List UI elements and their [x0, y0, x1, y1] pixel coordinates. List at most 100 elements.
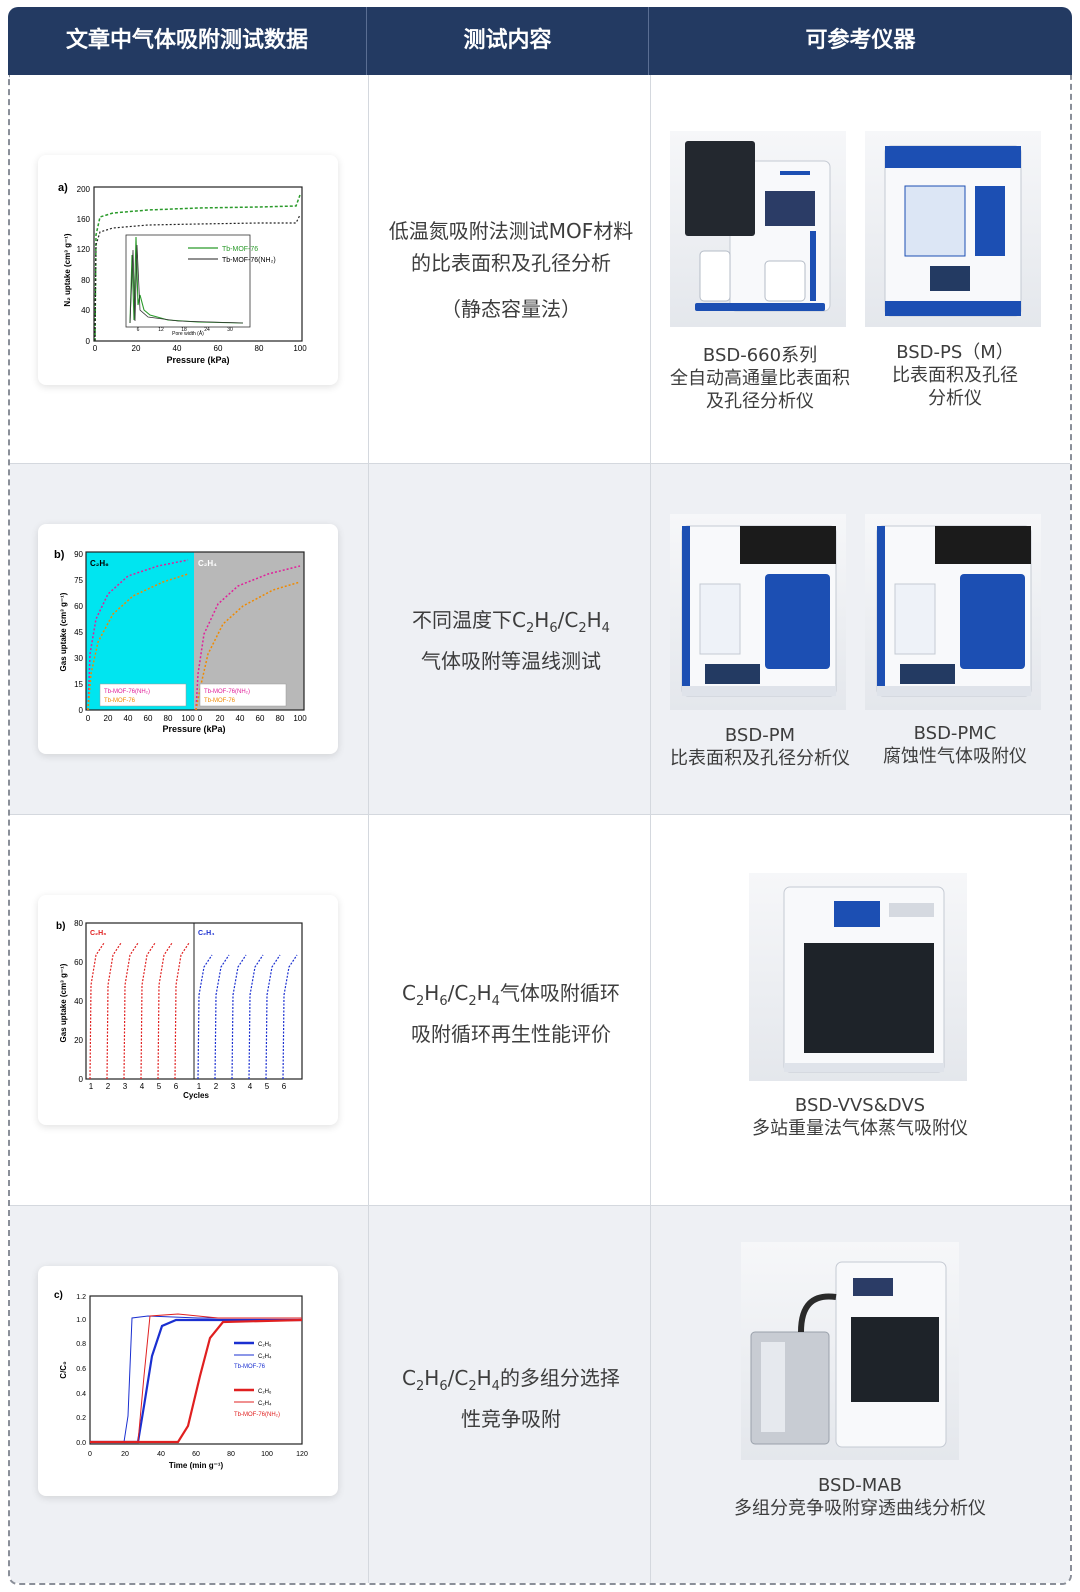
subscript: 2: [416, 1379, 425, 1394]
x-tick: 5: [157, 1082, 162, 1091]
instrument-desc: 比表面积及孔径分析仪: [670, 748, 850, 769]
instrument-desc: 多组分竞争吸附穿透曲线分析仪: [734, 1498, 986, 1519]
column-divider: [368, 1206, 369, 1583]
gas-label: C₂H₄: [198, 930, 215, 937]
x-tick: 0: [93, 344, 98, 353]
header-col-data: 文章中气体吸附测试数据: [65, 28, 308, 53]
instrument-desc: 多站重量法气体蒸气吸附仪: [752, 1118, 968, 1139]
breakthrough-graph: c) C₂H₆ C₂H₄ Tb-MOF-76 C₂H₆ C₂H₄ Tb-MOF-…: [38, 1266, 338, 1496]
test-content: 低温氮吸附法测试MOF材料 的比表面积及孔径分析 （静态容量法）: [370, 215, 652, 325]
instrument-name: BSD-VVS&DVS: [794, 1095, 926, 1116]
subscript: 2: [526, 621, 535, 636]
header-col-content: 测试内容: [463, 28, 552, 53]
x-tick: 0: [86, 714, 91, 723]
x-tick: 3: [231, 1082, 236, 1091]
instrument-caption: BSD-PMC 腐蚀性气体吸附仪: [865, 722, 1045, 768]
graph-panel-label: a): [58, 182, 68, 194]
y-tick: 60: [74, 958, 83, 967]
instrument-card: BSD-PS（M） 比表面积及孔径 分析仪: [865, 131, 1055, 431]
y-tick: 120: [77, 245, 91, 254]
y-axis-label: N₂ uptake (cm³ g⁻¹): [63, 233, 72, 306]
x-tick: 4: [140, 1082, 145, 1091]
x-axis-label: Pressure (kPa): [162, 724, 225, 734]
y-tick: 0: [79, 1075, 84, 1084]
y-tick: 80: [81, 276, 90, 285]
x-tick: 2: [214, 1082, 219, 1091]
x-tick: 40: [173, 344, 182, 353]
instrument-caption: BSD-PM 比表面积及孔径分析仪: [660, 724, 860, 770]
x-tick: 2: [106, 1082, 111, 1091]
y-tick: 0.0: [76, 1440, 86, 1447]
y-axis-label: Gas uptake (cm³ g⁻¹): [59, 592, 68, 671]
x-tick: 20: [121, 1451, 129, 1458]
y-tick: 40: [81, 306, 90, 315]
x-tick: 1: [197, 1082, 202, 1091]
y-tick: 60: [74, 602, 83, 611]
text-part: H: [476, 1366, 492, 1390]
instrument-name: BSD-MAB: [817, 1475, 902, 1496]
subscript: 2: [468, 994, 477, 1009]
gas-label: C₂H₆: [90, 559, 109, 568]
instrument-photo: [741, 1242, 959, 1460]
test-content: C2H6/C2H4气体吸附循环 吸附循环再生性能评价: [370, 977, 652, 1050]
instrument-desc: 及孔径分析仪: [706, 391, 814, 412]
text-part: H: [476, 981, 492, 1005]
x-tick: 0: [198, 714, 203, 723]
x-tick: 100: [181, 714, 195, 723]
y-tick: 30: [74, 654, 83, 663]
y-tick: 45: [74, 628, 83, 637]
subscript: 2: [416, 994, 425, 1009]
table-row: a) N₂ uptake (cm³ g⁻¹) Pressure (kPa) 0 …: [10, 75, 1070, 463]
text-part: /C: [557, 608, 579, 632]
column-divider: [650, 815, 651, 1205]
subscript: 2: [578, 621, 587, 636]
instrument-card: BSD-PMC 腐蚀性气体吸附仪: [865, 514, 1055, 794]
instrument-caption: BSD-VVS&DVS 多站重量法气体蒸气吸附仪: [730, 1094, 990, 1140]
instrument-card: BSD-VVS&DVS 多站重量法气体蒸气吸附仪: [730, 873, 990, 1183]
legend-item: C₂H₄: [258, 1354, 272, 1360]
column-divider: [650, 1206, 651, 1583]
instrument-name: BSD-660系列: [702, 345, 818, 366]
x-tick: 5: [265, 1082, 270, 1091]
inset-x-label: Pore width (Å): [172, 330, 204, 337]
text-part: C: [402, 1366, 417, 1390]
column-divider: [368, 464, 369, 814]
x-tick: 6: [174, 1082, 179, 1091]
test-content-line: 性竞争吸附: [461, 1407, 561, 1431]
instrument-photo: [670, 514, 846, 710]
text-part: 气体吸附循环: [499, 981, 620, 1005]
graph-panel-label: b): [56, 921, 65, 932]
x-tick: 20: [132, 344, 141, 353]
header-divider: [648, 7, 649, 75]
legend-item: Tb-MOF-76(NH₂): [204, 689, 250, 695]
x-tick: 6: [282, 1082, 287, 1091]
table-header: 文章中气体吸附测试数据 测试内容 可参考仪器: [8, 7, 1072, 75]
y-tick: 1.2: [76, 1294, 86, 1301]
gas-label: C₂H₄: [198, 559, 217, 568]
text-part: /C: [447, 1366, 469, 1390]
subscript: 4: [491, 994, 500, 1009]
header-col-instrument: 可参考仪器: [805, 28, 916, 53]
inset-x-tick: 18: [181, 327, 187, 333]
x-tick: 20: [216, 714, 225, 723]
subscript: 4: [601, 621, 610, 636]
test-content-line: C2H6/C2H4的多组分选择: [370, 1362, 652, 1403]
text-part: 的多组分选择: [499, 1366, 620, 1390]
test-content-line: 低温氮吸附法测试MOF材料: [388, 219, 634, 243]
inset-x-tick: 12: [158, 327, 164, 333]
y-tick: 160: [77, 215, 91, 224]
instrument-desc: 分析仪: [928, 388, 982, 409]
column-divider: [368, 75, 369, 463]
x-tick: 60: [192, 1451, 200, 1458]
table-row: b) C₂H₆ C₂H₄ Tb-MOF-76(NH₂) Tb-MOF-76 Tb…: [10, 464, 1070, 814]
subscript: 6: [549, 621, 558, 636]
instrument-card: BSD-660系列 全自动高通量比表面积 及孔径分析仪: [660, 131, 860, 431]
x-tick: 100: [293, 714, 307, 723]
y-tick: 0.4: [76, 1391, 86, 1398]
instrument-card: BSD-MAB 多组分竞争吸附穿透曲线分析仪: [720, 1242, 1000, 1552]
legend-item: Tb-MOF-76: [104, 698, 136, 704]
y-tick: 90: [74, 550, 83, 559]
column-divider: [368, 815, 369, 1205]
x-tick: 80: [164, 714, 173, 723]
test-content-line: C2H6/C2H4气体吸附循环: [370, 977, 652, 1018]
